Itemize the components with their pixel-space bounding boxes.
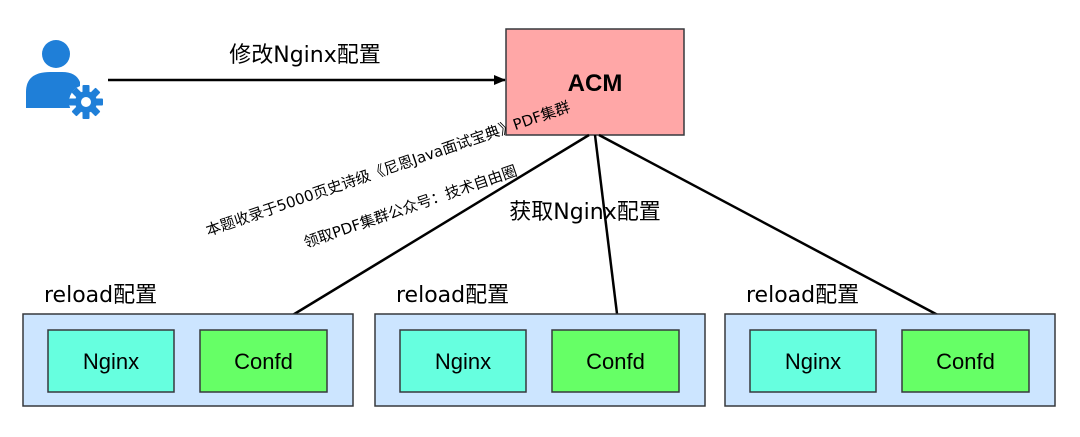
confd-label: Confd xyxy=(936,349,995,374)
confd-box xyxy=(199,329,328,393)
nginx-label: Nginx xyxy=(435,349,491,374)
reload-label: reload配置 xyxy=(44,283,157,308)
nginx-box xyxy=(399,329,527,393)
acm-label: ACM xyxy=(568,70,623,97)
node-group-1: reload配置 Nginx Confd xyxy=(22,283,354,407)
confd-label: Confd xyxy=(586,349,645,374)
node-group-3: reload配置 Nginx Confd xyxy=(724,283,1056,407)
nginx-box xyxy=(47,329,175,393)
nginx-label: Nginx xyxy=(785,349,841,374)
confd-box xyxy=(901,329,1030,393)
fetch-arrow-2 xyxy=(593,134,623,331)
fetch-arrow-3 xyxy=(598,133,967,332)
user-settings-icon xyxy=(26,40,103,119)
watermark-line-2: 领取PDF集群公众号：技术自由圈 xyxy=(301,162,519,252)
confd-box xyxy=(551,329,680,393)
nginx-box xyxy=(749,329,877,393)
acm-box xyxy=(505,28,685,136)
fetch-config-label: 获取Nginx配置 xyxy=(509,200,661,225)
confd-label: Confd xyxy=(234,349,293,374)
reload-label: reload配置 xyxy=(746,283,859,308)
reload-label: reload配置 xyxy=(396,283,509,308)
node-group-2: reload配置 Nginx Confd xyxy=(374,283,706,407)
nginx-label: Nginx xyxy=(83,349,139,374)
edit-config-label: 修改Nginx配置 xyxy=(229,43,381,68)
fetch-arrow-1 xyxy=(267,133,590,332)
